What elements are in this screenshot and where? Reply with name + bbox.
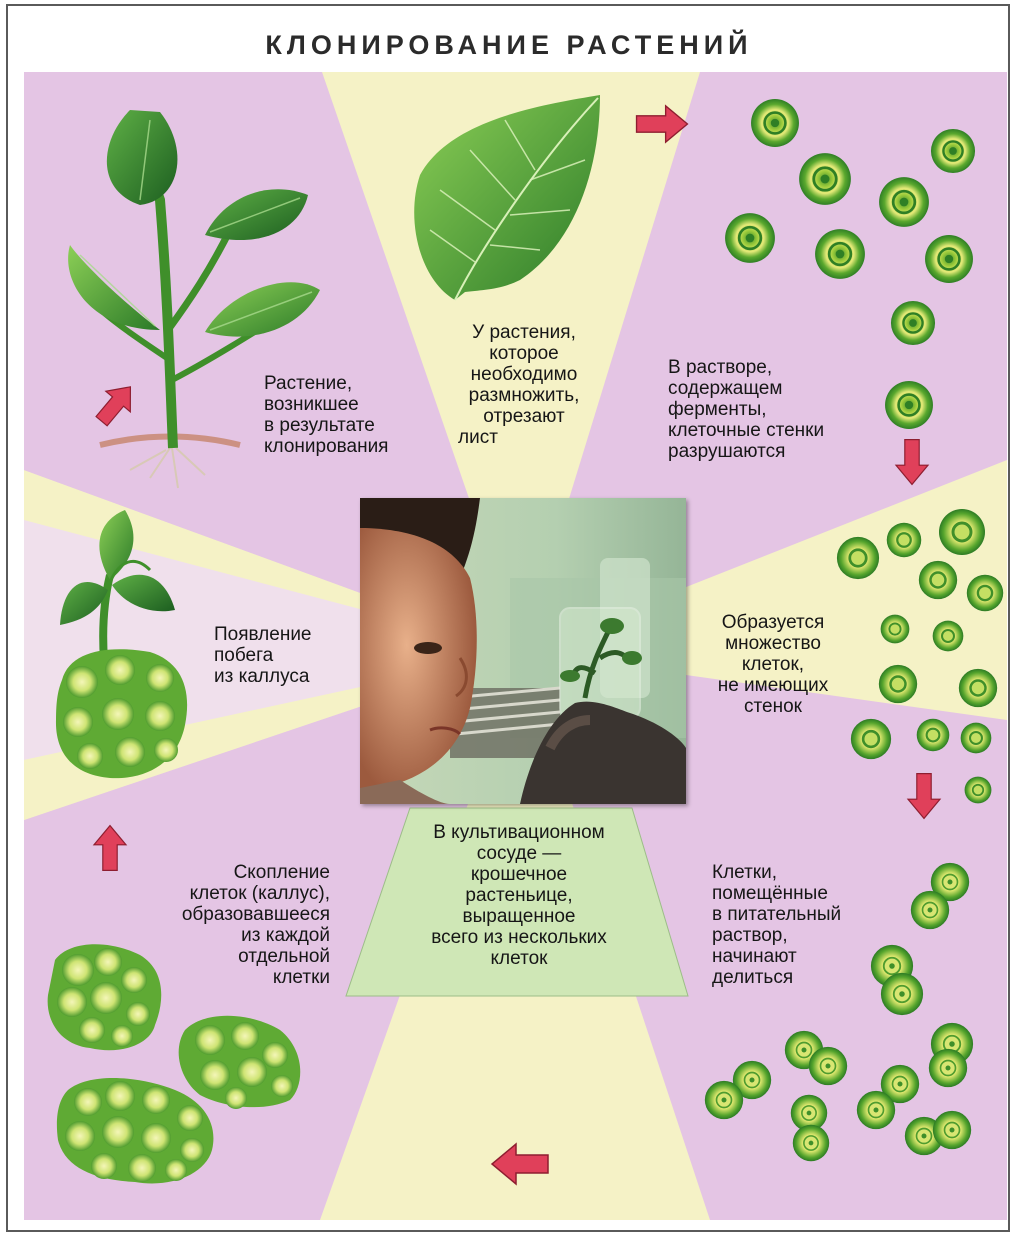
step-label-callus: Скопление клеток (каллус), образовавшеес… [150,862,330,988]
step-label-cells-no-walls: Образуется множество клеток, не имеющих … [700,612,846,717]
page-title: КЛОНИРОВАНИЕ РАСТЕНИЙ [0,30,1018,61]
step-label-enzymes: В растворе, содержащем ферменты, клеточн… [668,357,868,462]
step-label-cloned-plant: Растение, возникшее в результате клониро… [264,373,424,457]
step-label-shoot: Появление побега из каллуса [214,624,344,687]
step-label-cut-leaf: У растения, которое необходимо размножит… [436,322,612,448]
step-label-cells-divide: Клетки, помещённые в питательный раствор… [712,862,872,988]
step-label-culture-vessel: В культивационном сосуде — крошечное рас… [403,822,635,969]
outer-frame [6,4,1010,1232]
